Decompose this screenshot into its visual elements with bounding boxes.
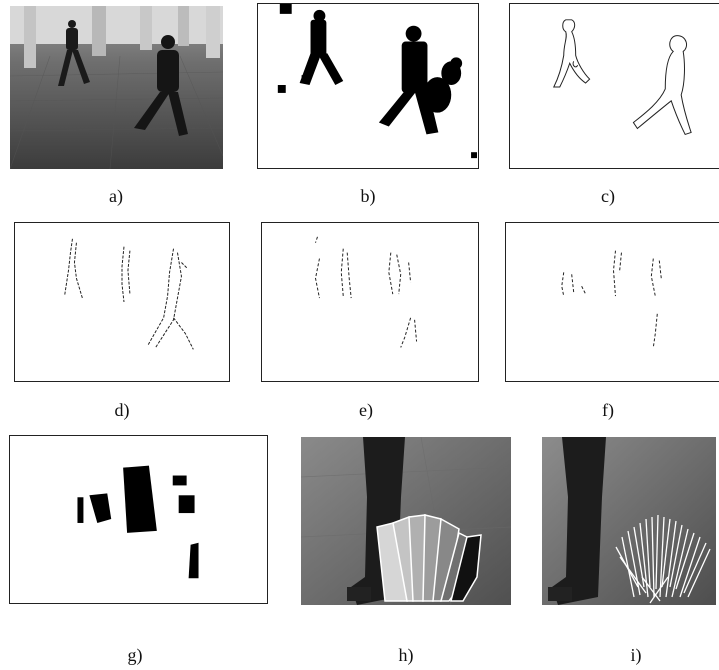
panel-d-vertical-edges bbox=[14, 222, 230, 382]
panel-f-edge-sparse bbox=[505, 222, 719, 382]
sparse-edge-image bbox=[506, 223, 719, 381]
leg-orientation-lines-overlay bbox=[542, 437, 716, 605]
panel-a-camera-frame bbox=[10, 6, 223, 169]
caption-h: h) bbox=[376, 645, 436, 666]
caption-d: d) bbox=[92, 400, 152, 421]
leg-segmentation-overlay bbox=[301, 437, 511, 605]
caption-e: e) bbox=[336, 400, 396, 421]
edge-fragments-image bbox=[15, 223, 229, 381]
contour-outline-image bbox=[510, 4, 719, 168]
panel-g-region-blocks bbox=[9, 435, 268, 604]
panel-h-segmented-leg bbox=[301, 437, 511, 605]
walking-people-photo bbox=[10, 6, 223, 169]
panel-b-foreground-mask bbox=[257, 3, 479, 169]
caption-f: f) bbox=[578, 400, 638, 421]
caption-i: i) bbox=[606, 645, 666, 666]
caption-c: c) bbox=[578, 186, 638, 207]
edge-subset-image bbox=[262, 223, 478, 381]
panel-e-edge-subset bbox=[261, 222, 479, 382]
caption-a: a) bbox=[86, 186, 146, 207]
panel-i-leg-edge-lines bbox=[542, 437, 716, 605]
binary-silhouette-image bbox=[258, 4, 478, 168]
panel-c-edge-contours bbox=[509, 3, 719, 169]
segmented-regions-image bbox=[10, 436, 267, 603]
caption-g: g) bbox=[105, 645, 165, 666]
caption-b: b) bbox=[338, 186, 398, 207]
